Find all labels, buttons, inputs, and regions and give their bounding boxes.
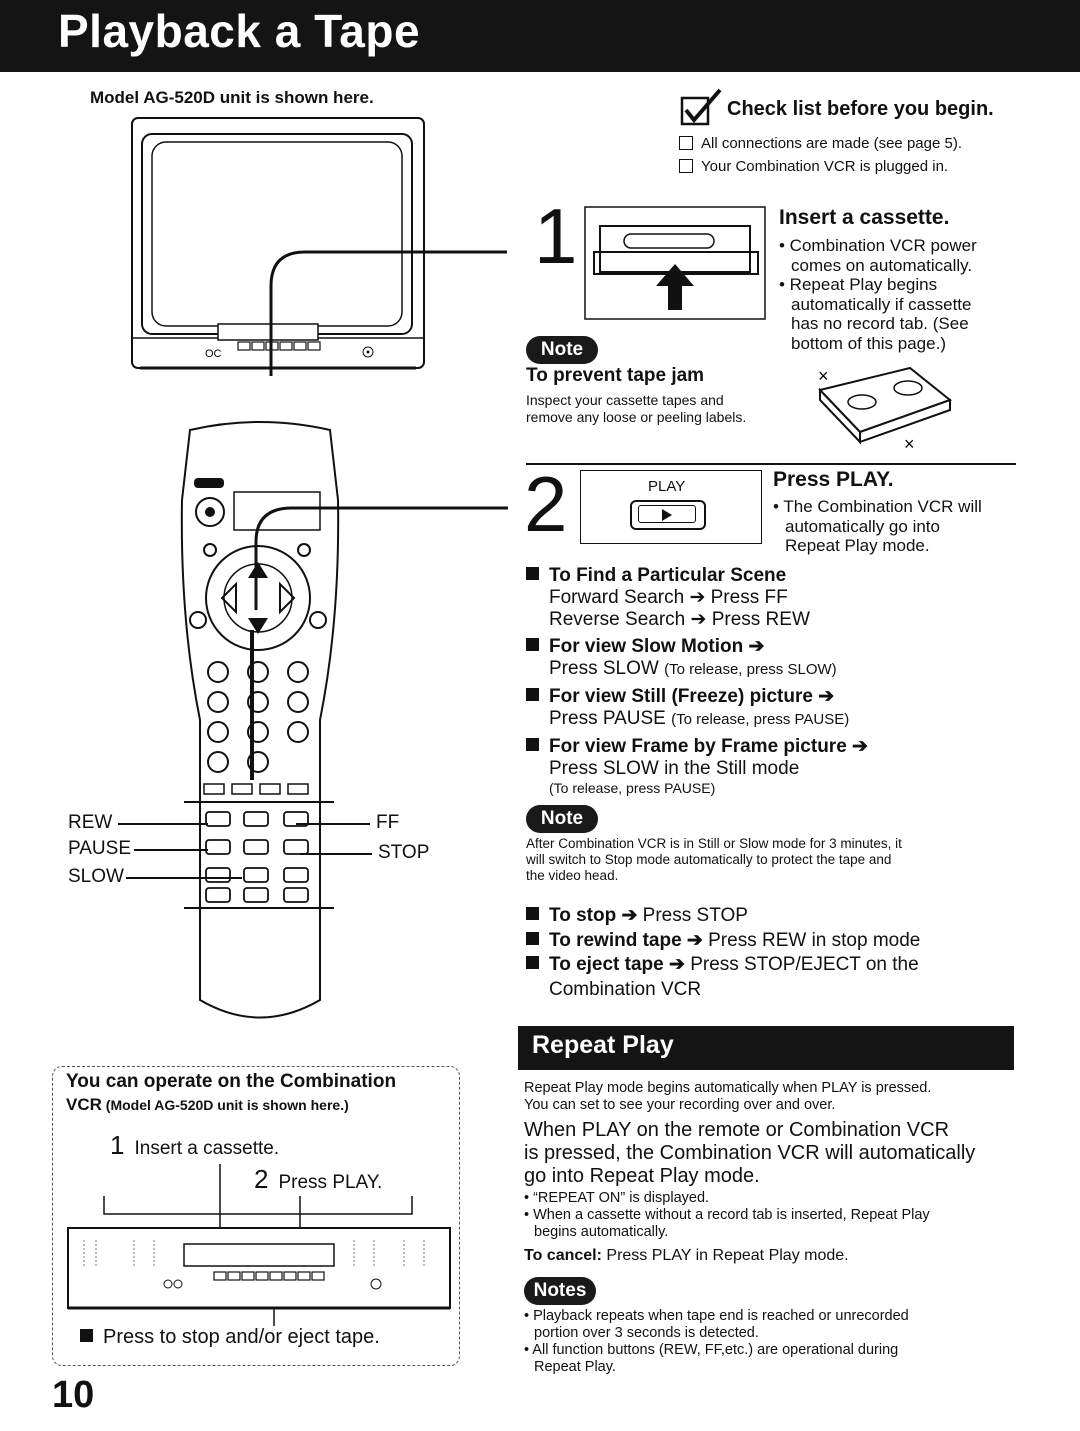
repeat-play-header: Repeat Play [518, 1026, 1014, 1070]
section-divider [526, 463, 1016, 465]
checklist-item: All connections are made (see page 5). [679, 135, 962, 152]
unit-box-bottom: Press to stop and/or eject tape. [80, 1326, 380, 1349]
operation-item: To Find a Particular Scene Forward Searc… [526, 565, 868, 631]
stop-op-item: To rewind tape ➔ Press REW in stop mode [526, 929, 920, 954]
page-header: Playback a Tape [0, 0, 1080, 72]
note1-body: Inspect your cassette tapes and remove a… [526, 392, 747, 425]
tv-connector-line [269, 250, 507, 376]
square-bullet-icon [526, 907, 539, 921]
remote-illustration [180, 421, 340, 1019]
stop-operations: To stop ➔ Press STOP To rewind tape ➔ Pr… [526, 904, 920, 1002]
repeat-play-intro: Repeat Play mode begins automatically wh… [524, 1080, 932, 1113]
cassette-insert-illustration [584, 206, 766, 320]
step1-bullets: • Combination VCR power comes on automat… [779, 236, 977, 353]
leader-slow [126, 877, 242, 879]
note2-body: After Combination VCR is in Still or Slo… [526, 836, 902, 883]
checkbox-icon [679, 159, 693, 174]
leader-rew [118, 823, 208, 825]
notes-badge: Notes [524, 1277, 596, 1305]
operations-list: To Find a Particular Scene Forward Searc… [526, 565, 868, 796]
page-title: Playback a Tape [58, 5, 421, 57]
play-button [630, 500, 706, 530]
repeat-play-main: When PLAY on the remote or Combination V… [524, 1119, 976, 1187]
square-bullet-icon [526, 688, 539, 702]
note1-title: To prevent tape jam [526, 365, 705, 386]
label-slow: SLOW [68, 866, 124, 887]
tv-illustration: OC [131, 117, 425, 370]
stop-op-item: To stop ➔ Press STOP [526, 904, 920, 929]
checklist-title: Check list before you begin. [727, 98, 994, 120]
play-triangle-icon [662, 509, 672, 521]
step1-number: 1 [534, 192, 578, 280]
model-caption: Model AG-520D unit is shown here. [90, 88, 374, 107]
repeat-play-cancel: To cancel: Press PLAY in Repeat Play mod… [524, 1247, 849, 1264]
square-bullet-icon [526, 638, 539, 652]
checkbox-icon [679, 136, 693, 151]
svg-text:×: × [818, 366, 829, 386]
remote-connector-line [254, 506, 508, 610]
page-number: 10 [52, 1374, 95, 1416]
operation-item: For view Still (Freeze) picture ➔ Press … [526, 686, 868, 731]
step1-title: Insert a cassette. [779, 206, 950, 229]
square-bullet-icon [526, 567, 539, 581]
square-bullet-icon [80, 1329, 93, 1343]
square-bullet-icon [526, 956, 539, 970]
svg-text:×: × [904, 434, 915, 454]
repeat-play-bullets: • “REPEAT ON” is displayed. • When a cas… [524, 1190, 930, 1240]
checkmark-icon [680, 88, 722, 126]
stop-op-item: To eject tape ➔ Press STOP/EJECT on the [526, 953, 920, 978]
square-bullet-icon [526, 738, 539, 752]
checklist-item: Your Combination VCR is plugged in. [679, 158, 948, 175]
label-stop: STOP [378, 842, 430, 863]
unit-box-title-1: You can operate on the Combination [66, 1071, 397, 1092]
operation-item: For view Slow Motion ➔ Press SLOW (To re… [526, 636, 868, 681]
step2-title: Press PLAY. [773, 468, 894, 491]
label-ff: FF [376, 812, 400, 833]
leader-ff [296, 823, 370, 825]
operation-item: For view Frame by Frame picture ➔ Press … [526, 736, 868, 796]
svg-text:OC: OC [205, 348, 222, 360]
step2-number: 2 [524, 460, 568, 548]
unit-operation-box [52, 1066, 460, 1366]
label-rew: REW [68, 812, 113, 833]
play-button-panel [580, 470, 762, 544]
step2-bullets: • The Combination VCR will automatically… [773, 497, 982, 555]
leader-stop [300, 853, 372, 855]
note-badge: Note [526, 336, 598, 364]
repeat-play-title: Repeat Play [532, 1031, 674, 1059]
square-bullet-icon [526, 931, 539, 945]
unit-box-title-2: VCR (Model AG-520D unit is shown here.) [66, 1095, 349, 1114]
note-badge: Note [526, 805, 598, 833]
repeat-play-notes: • Playback repeats when tape end is reac… [524, 1308, 909, 1375]
vcr-front-panel [67, 1164, 451, 1326]
play-button-label: PLAY [648, 478, 686, 495]
leader-pause [134, 849, 208, 851]
cassette-label-illustration: × × [818, 366, 953, 454]
label-pause: PAUSE [68, 838, 132, 859]
